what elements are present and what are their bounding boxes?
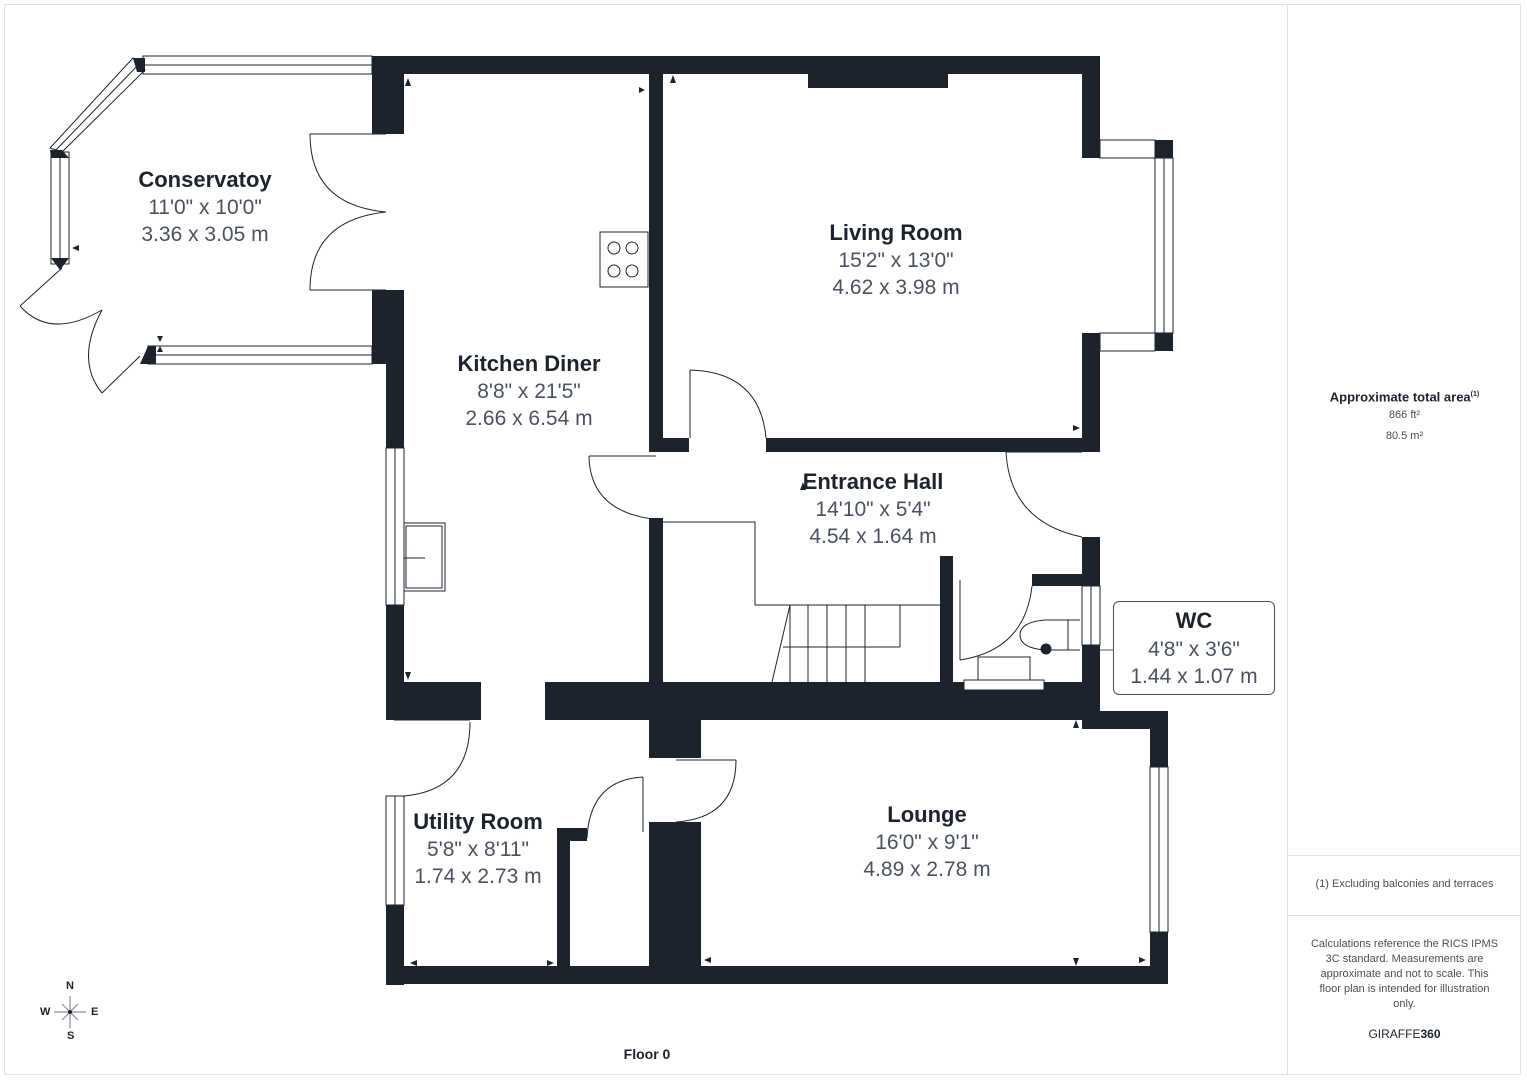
walls [372,56,1173,985]
disclaimer: Calculations reference the RICS IPMS 3C … [1310,938,1499,1010]
room-imperial: 16'0" x 9'1" [875,831,979,854]
divider [1288,855,1521,856]
area-summary: Approximate total area(1) 866 ft² 80.5 m… [1288,387,1521,444]
floor-plan [19,55,1174,985]
brand-logo: GIRAFFE360 [1368,1027,1441,1041]
page-frame [4,4,1521,1075]
footnote: (1) Excluding balconies and terraces [1315,878,1494,890]
room-metric: 1.44 x 1.07 m [1130,665,1258,688]
room-name: Conservatoy [138,167,272,192]
area-ft: 866 ft² [1388,409,1421,422]
room-label-conservatory: Conservatoy 11'0" x 10'0" 3.36 x 3.05 m [138,166,271,248]
room-metric: 2.66 x 6.54 m [465,407,593,430]
compass-east: E [91,1006,99,1018]
room-metric: 4.54 x 1.64 m [809,525,937,548]
window-corners [50,58,156,364]
doors [19,133,1083,839]
area-title: Approximate total area(1) [1329,389,1480,405]
compass-south: S [67,1030,75,1042]
room-name: Entrance Hall [802,469,944,494]
divider [1288,915,1521,916]
dimension-markers [72,75,1146,966]
area-m: 80.5 m² [1385,430,1424,443]
room-metric: 3.36 x 3.05 m [141,223,269,246]
floor-label: Floor 0 [623,1046,671,1062]
room-name: WC [1175,608,1213,633]
room-imperial: 11'0" x 10'0" [148,196,262,219]
summary-panel: Approximate total area(1) 866 ft² 80.5 m… [1287,4,1521,1075]
room-label-entrance-hall: Entrance Hall 14'10" x 5'4" 4.54 x 1.64 … [803,468,944,550]
room-label-utility-room: Utility Room 5'8" x 8'11" 1.74 x 2.73 m [413,808,543,890]
room-label-lounge: Lounge 16'0" x 9'1" 4.89 x 2.78 m [863,801,990,883]
room-imperial: 8'8" x 21'5" [477,380,581,403]
room-metric: 1.74 x 2.73 m [414,865,542,888]
room-name: Kitchen Diner [457,351,601,376]
room-label-living-room: Living Room 15'2" x 13'0" 4.62 x 3.98 m [829,219,962,301]
room-name: Utility Room [413,809,543,834]
compass-north: N [66,980,74,992]
room-imperial: 15'2" x 13'0" [838,249,954,272]
room-name: Living Room [829,220,963,245]
room-label-wc: WC 4'8" x 3'6" 1.44 x 1.07 m [1113,601,1275,695]
room-metric: 4.89 x 2.78 m [863,858,991,881]
room-imperial: 5'8" x 8'11" [427,838,529,861]
windows [49,55,1174,933]
room-imperial: 4'8" x 3'6" [1148,638,1240,661]
compass-west: W [40,1006,51,1018]
room-label-kitchen-diner: Kitchen Diner 8'8" x 21'5" 2.66 x 6.54 m [457,350,600,432]
room-name: Lounge [887,802,967,827]
compass-icon: N S E W [38,980,102,1044]
fixtures [403,231,1080,691]
room-imperial: 14'10" x 5'4" [815,498,931,521]
room-metric: 4.62 x 3.98 m [832,276,960,299]
